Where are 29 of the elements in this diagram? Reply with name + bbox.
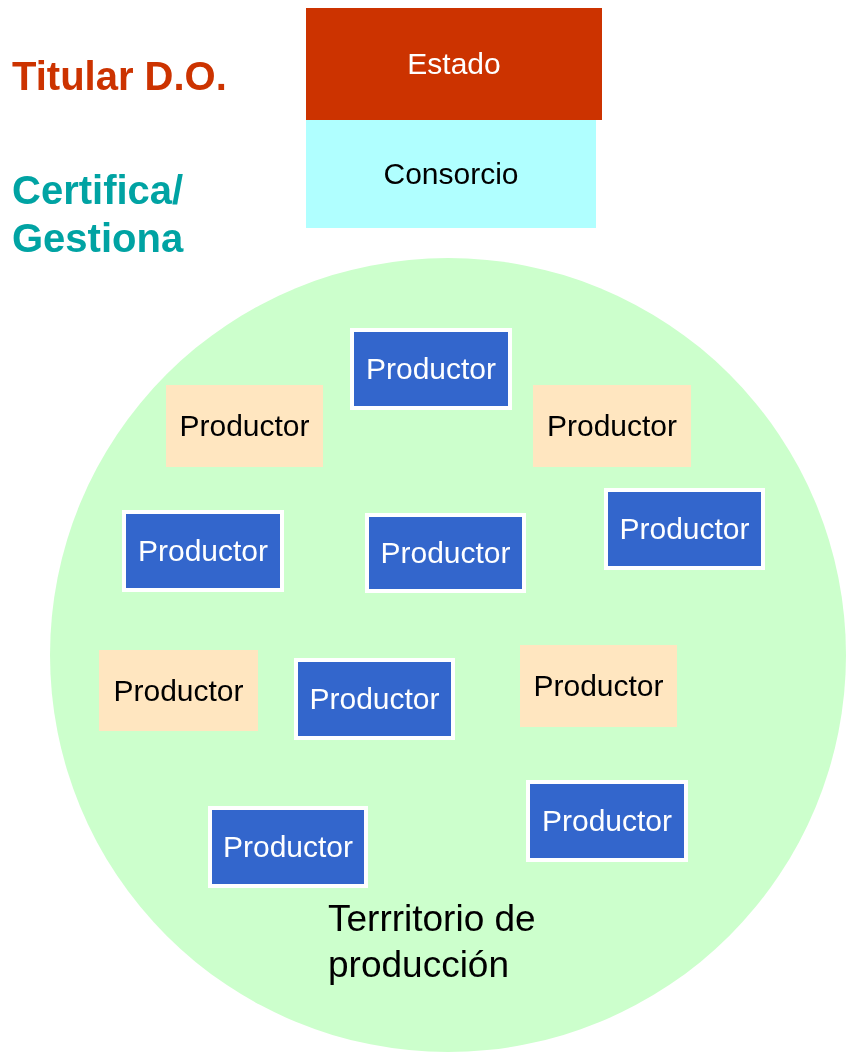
producer-box	[520, 645, 677, 727]
producer-box	[365, 513, 526, 593]
node-label: Productor	[533, 669, 664, 703]
node-label: Productor	[541, 804, 673, 838]
node-label: Productor	[179, 409, 310, 443]
node-label: Consorcio	[383, 157, 519, 191]
producer-box	[533, 385, 691, 467]
producer-box	[208, 806, 368, 888]
node-label: Productor	[546, 409, 678, 443]
node-label: Productor	[222, 830, 354, 864]
territory-label: Terrritorio de producción	[328, 897, 537, 987]
node-label: Productor	[365, 352, 497, 386]
producer-box	[99, 650, 258, 731]
producer-box	[122, 510, 284, 592]
producer-box	[294, 658, 455, 740]
node-label: Productor	[619, 512, 750, 546]
producer-box	[166, 385, 323, 467]
node-label: Estado	[407, 47, 501, 81]
producer-box	[350, 328, 512, 410]
process-box	[306, 120, 596, 228]
node-label: Productor	[137, 534, 269, 568]
node-label: Productor	[113, 673, 244, 708]
node-label: Productor	[380, 536, 511, 570]
producer-box	[526, 780, 688, 862]
role-label: Titular D.O.	[12, 53, 227, 100]
role-label: Certifica/ Gestiona	[12, 167, 185, 262]
node-label: Productor	[309, 682, 440, 716]
title-box	[306, 8, 602, 120]
producer-box	[604, 488, 765, 570]
